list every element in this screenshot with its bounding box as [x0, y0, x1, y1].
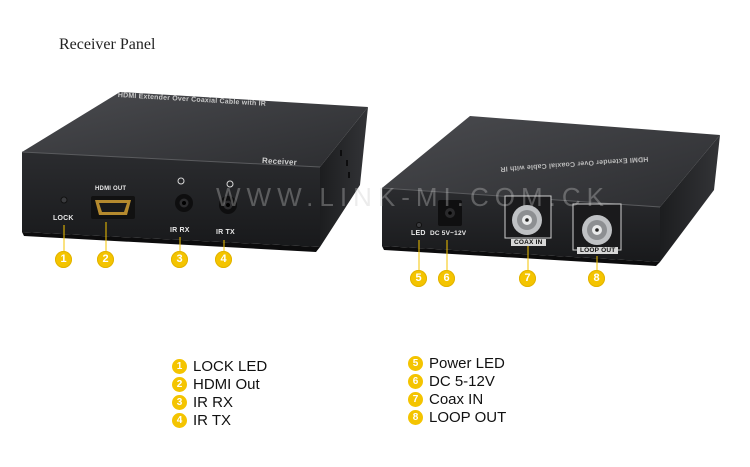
legend-item: 1 LOCK LED — [172, 357, 267, 375]
dc-label: DC 5V~12V — [430, 230, 467, 237]
badge-4: 4 — [215, 251, 232, 268]
lock-label: LOCK — [53, 215, 74, 222]
legend-label: IR RX — [193, 393, 234, 411]
legend-item: 3 IR RX — [172, 393, 267, 411]
legend-item: 6 DC 5-12V — [408, 372, 506, 390]
legend-item: 8 LOOP OUT — [408, 408, 506, 426]
receiver-front-device — [21, 92, 368, 252]
badge-3: 3 — [171, 251, 188, 268]
badge-5: 5 — [410, 270, 427, 287]
legend-number: 4 — [172, 412, 187, 428]
loop-out-label: LOOP OUT — [577, 247, 619, 254]
legend-item: 2 HDMI Out — [172, 375, 267, 393]
legend-number: 7 — [408, 391, 423, 407]
legend-number: 6 — [408, 373, 423, 389]
ir-tx-label: IR TX — [216, 229, 235, 236]
device-illustration — [21, 92, 720, 270]
legend-label: LOCK LED — [193, 357, 268, 375]
legend-right: 5 Power LED 6 DC 5-12V 7 Coax IN 8 LOOP … — [408, 354, 506, 426]
legend-number: 3 — [172, 394, 187, 410]
page-title: Receiver Panel — [59, 36, 156, 53]
legend-number: 5 — [408, 355, 423, 371]
badge-1: 1 — [55, 251, 72, 268]
legend-number: 8 — [408, 409, 423, 425]
badge-7: 7 — [519, 270, 536, 287]
ir-rx-label: IR RX — [170, 227, 190, 234]
legend-item: 5 Power LED — [408, 354, 506, 372]
legend-number: 1 — [172, 358, 187, 374]
legend-label: HDMI Out — [193, 375, 260, 393]
legend-label: LOOP OUT — [429, 408, 507, 426]
badge-2: 2 — [97, 251, 114, 268]
receiver-rear-device — [381, 116, 720, 270]
legend-label: Power LED — [429, 354, 505, 372]
legend-label: DC 5-12V — [429, 372, 495, 390]
badge-8: 8 — [588, 270, 605, 287]
led-label: LED — [411, 230, 426, 237]
legend-item: 7 Coax IN — [408, 390, 506, 408]
legend-left: 1 LOCK LED 2 HDMI Out 3 IR RX 4 IR TX — [172, 357, 267, 429]
product-photo: HDMI Extender Over Coaxial Cable with IR… — [21, 92, 720, 287]
coax-in-label: COAX IN — [511, 239, 546, 246]
legend-item: 4 IR TX — [172, 411, 267, 429]
legend-number: 2 — [172, 376, 187, 392]
legend-label: Coax IN — [429, 390, 484, 408]
legend-label: IR TX — [193, 411, 232, 429]
watermark: WWW.LINK-MI.COM.CK — [216, 182, 610, 212]
hdmi-out-label: HDMI OUT — [95, 186, 127, 192]
badge-6: 6 — [438, 270, 455, 287]
